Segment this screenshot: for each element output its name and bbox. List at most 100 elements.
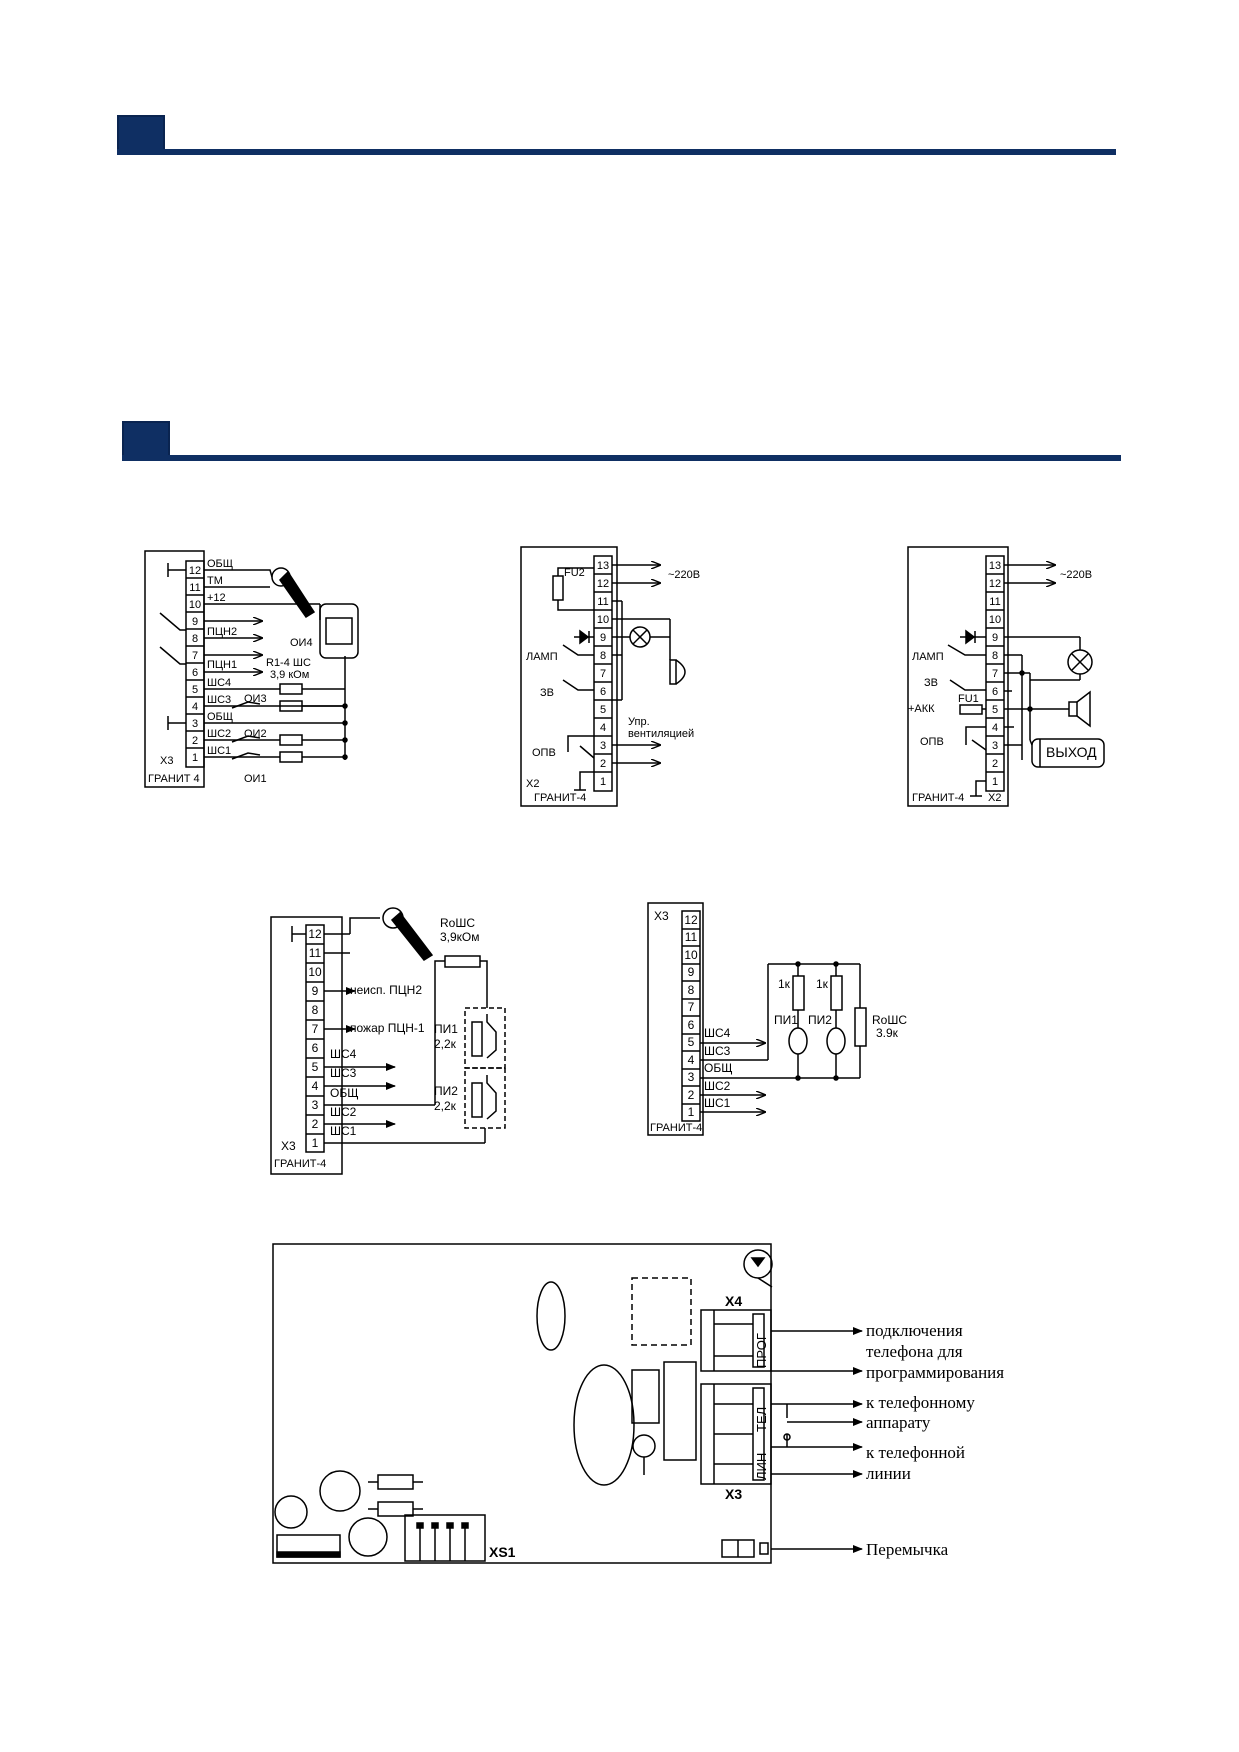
detector-value: 2,2к: [434, 1037, 457, 1051]
section-rule: [117, 149, 1116, 155]
resistor-value: 3,9кОм: [440, 930, 480, 944]
note-programming: программирования: [866, 1363, 1004, 1382]
terminal-num: 9: [688, 965, 695, 979]
terminal-num: 3: [600, 740, 606, 752]
device-label: ГРАНИТ-4: [534, 792, 586, 804]
terminal-num: 2: [312, 1117, 319, 1131]
terminal-num: 12: [308, 927, 322, 941]
terminal-num: 6: [688, 1018, 695, 1032]
terminal-num: 5: [992, 704, 998, 716]
detector-label: ОИ2: [244, 728, 267, 740]
resistor-value: 3,9 кОм: [270, 669, 309, 681]
d5-labels: 12 11 10 9 8 7 6 5 4 3 2 1 ШС4 ШС3 ОБЩ Ш…: [650, 909, 907, 1134]
terminal-num: 7: [600, 668, 606, 680]
terminal-num: 4: [600, 722, 606, 734]
terminal-num: 1: [192, 752, 198, 764]
terminal-num: 10: [308, 965, 322, 979]
terminal-housing: [520, 546, 618, 807]
terminal-num: 6: [192, 667, 198, 679]
signal-label: ОБЩ: [704, 1061, 732, 1075]
terminal-num: 13: [989, 560, 1001, 572]
terminal-num: 4: [192, 701, 198, 713]
xs1-connector: [404, 1514, 486, 1562]
terminal-num: 5: [192, 684, 198, 696]
terminal-num: 2: [192, 735, 198, 747]
terminal-num: 10: [684, 948, 698, 962]
d2-labels: 13 12 11 10 9 8 7 6 5 4 3 2 1 FU2 ~220В …: [526, 560, 700, 804]
terminal-num: 1: [992, 776, 998, 788]
terminal-housing: [647, 902, 704, 1136]
device-label: ГРАНИТ-4: [650, 1122, 702, 1134]
terminal-num: 6: [600, 686, 606, 698]
signal-label: ШС4: [207, 677, 231, 689]
mains-label: ~220В: [1060, 569, 1092, 581]
connector-label: Х3: [281, 1139, 296, 1153]
terminal-num: 2: [688, 1088, 695, 1102]
terminal-num: 11: [189, 582, 200, 594]
terminal-lines: [594, 573, 612, 773]
signal-label: ШС3: [207, 694, 231, 706]
signal-label: ПЦН2: [207, 626, 237, 638]
signal-label: ШС1: [704, 1096, 731, 1110]
terminal-num: 5: [688, 1035, 695, 1049]
signal-label: ШС1: [330, 1124, 357, 1138]
terminal-lines: [682, 928, 700, 1105]
terminal-num: 11: [309, 946, 322, 960]
signal-label: ШС4: [704, 1026, 731, 1040]
lin-label: ЛИН: [754, 1453, 769, 1480]
signal-label: ШС2: [207, 728, 231, 740]
terminal-num: 10: [597, 614, 609, 626]
vent-label: Упр.: [628, 716, 650, 728]
terminal-num: 5: [312, 1060, 319, 1074]
terminal-housing: [907, 546, 1009, 807]
signal-label: ШС1: [207, 745, 231, 757]
battery-label: +АКК: [908, 703, 935, 715]
terminal-num: 2: [600, 758, 606, 770]
vent-label: вентиляцией: [628, 728, 694, 740]
resistor-value: 3.9к: [876, 1026, 899, 1040]
detector-value: 2,2к: [434, 1099, 457, 1113]
terminal-num: 8: [192, 633, 198, 645]
connector-label: Х3: [654, 909, 669, 923]
loop-label: пожар ПЦН-1: [350, 1021, 425, 1035]
terminal-num: 10: [989, 614, 1001, 626]
terminal-num: 4: [312, 1079, 319, 1093]
terminal-num: 8: [688, 983, 695, 997]
note-jumper: Перемычка: [866, 1540, 949, 1559]
terminal-num: 3: [192, 718, 198, 730]
terminal-num: 3: [312, 1098, 319, 1112]
terminal-num: 12: [189, 565, 201, 577]
loop-label: неисп. ПЦН2: [350, 983, 422, 997]
relay-label: ОПВ: [920, 736, 944, 748]
resistor-label: RoШС: [872, 1013, 907, 1027]
terminal-strip: [593, 555, 613, 792]
section-rule: [122, 455, 1121, 461]
terminal-num: 9: [600, 632, 606, 644]
signal-label: ШС2: [330, 1105, 357, 1119]
note-phone-line: к телефонной: [866, 1443, 965, 1462]
diagram-relay-x2: [520, 546, 686, 807]
detector-label: ОИ1: [244, 773, 267, 785]
terminal-num: 10: [189, 599, 201, 611]
signal-label: ШС3: [704, 1044, 731, 1058]
x4-connector: [700, 1309, 772, 1372]
terminal-num: 12: [684, 913, 698, 927]
note-phone-set: аппарату: [866, 1413, 931, 1432]
fuse-label: FU2: [564, 567, 585, 579]
connector-label: Х2: [526, 778, 539, 790]
signal-label: ШС3: [330, 1066, 357, 1080]
xs1-label: XS1: [489, 1544, 516, 1560]
lamp-label: ЛАМП: [912, 651, 944, 663]
signal-label: ОБЩ: [330, 1086, 358, 1100]
detector-label: ПИ1: [774, 1013, 798, 1027]
terminal-num: 1: [312, 1136, 319, 1150]
note-programming: подключения: [866, 1321, 963, 1340]
resistor-label: RoШС: [440, 916, 475, 930]
terminal-num: 4: [688, 1053, 695, 1067]
terminal-num: 11: [597, 596, 608, 608]
terminal-num: 12: [989, 578, 1001, 590]
terminal-num: 8: [600, 650, 606, 662]
x3-label: Х3: [725, 1486, 742, 1502]
device-label: ГРАНИТ-4: [274, 1158, 326, 1170]
